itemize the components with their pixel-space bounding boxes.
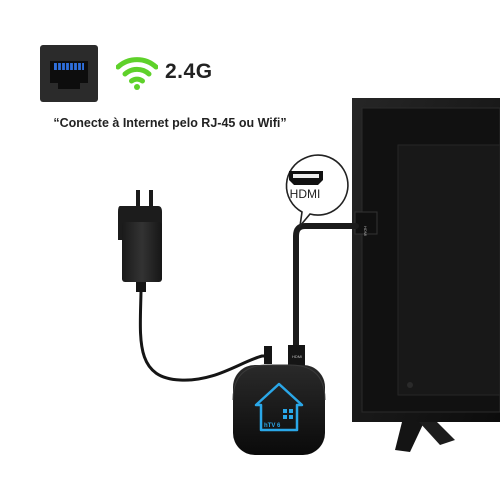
wifi-band-label: 2.4G — [165, 60, 213, 83]
tv-set — [352, 98, 500, 422]
connection-caption: “Conecte à Internet pelo RJ-45 ou Wifi” — [53, 116, 287, 130]
hdmi-callout — [285, 154, 349, 229]
hdmi-plug — [288, 345, 305, 370]
hdmi-plug-label: HDMI — [292, 354, 302, 359]
wifi-icon — [116, 57, 158, 90]
tv-hdmi-port-label: HDMI — [363, 226, 368, 236]
hdmi-port-icon — [289, 171, 323, 185]
hdmi-cable — [293, 223, 359, 353]
rj45-port-icon — [40, 45, 98, 102]
home-logo-icon — [254, 382, 304, 432]
power-adapter — [118, 190, 162, 292]
brand-logo-text: hTV 6 — [264, 423, 281, 429]
power-cable — [138, 291, 268, 382]
tv-box-device: hTV 6 — [232, 364, 326, 455]
hdmi-callout-label: HDMI — [289, 187, 321, 201]
power-plug — [264, 346, 272, 364]
